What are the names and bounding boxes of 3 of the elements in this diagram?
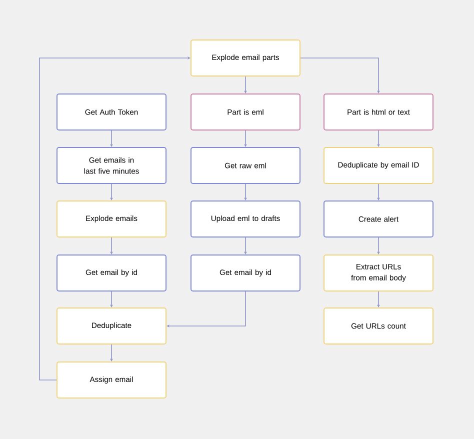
arrow: [39, 56, 190, 380]
arrow: [166, 291, 246, 328]
arrow: [300, 58, 380, 94]
